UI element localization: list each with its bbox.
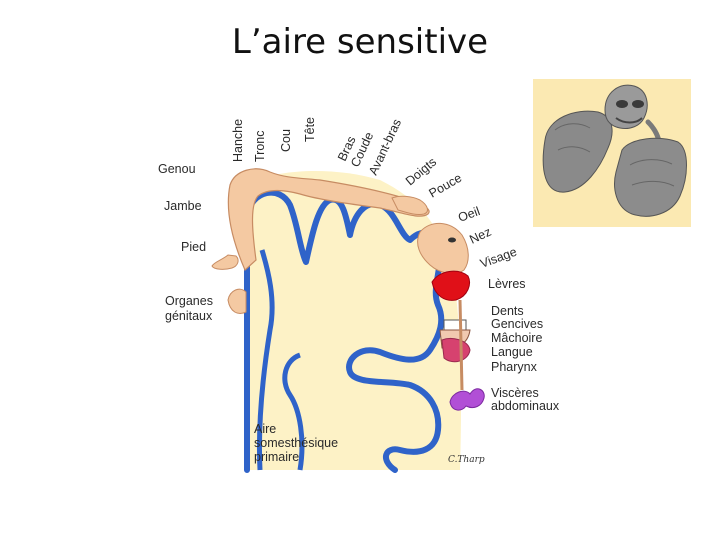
homunculus-sculpture-image (533, 79, 691, 227)
label-abdominaux: abdominaux (491, 399, 560, 413)
label-hanche: Hanche (231, 119, 245, 162)
label-organes: Organes (165, 294, 213, 308)
label-visage: Visage (478, 245, 519, 271)
label-avant-bras: Avant-bras (366, 117, 404, 177)
label-oeil: Oeil (456, 204, 482, 225)
area-label-line3: primaire (254, 450, 299, 464)
label-pharynx: Pharynx (491, 360, 538, 374)
artist-signature: C.Tharp (448, 455, 485, 465)
label-jambe: Jambe (164, 199, 202, 213)
homunculus-genitals (228, 289, 246, 313)
homunculus-tongue (442, 338, 470, 361)
label-machoire: Mâchoire (491, 331, 542, 345)
label-pouce: Pouce (427, 171, 465, 201)
label-genitaux: génitaux (165, 309, 213, 323)
area-label-line2: somesthésique (254, 436, 338, 450)
label-langue: Langue (491, 345, 533, 359)
label-genou: Genou (158, 162, 196, 176)
label-dents: Dents (491, 304, 524, 318)
homunculus-foot (212, 255, 238, 269)
label-pied: Pied (181, 240, 206, 254)
homunculus-eye (448, 238, 456, 243)
label-tronc: Tronc (253, 131, 267, 163)
label-tete: Tête (303, 117, 317, 142)
homunculus-teeth (444, 320, 466, 330)
pharynx-tract (460, 300, 462, 390)
label-levres: Lèvres (488, 277, 526, 291)
label-nez: Nez (467, 225, 493, 247)
label-gencives: Gencives (491, 317, 543, 331)
label-visceres: Viscères (491, 386, 539, 400)
area-label-line1: Aire (254, 422, 276, 436)
label-cou: Cou (279, 129, 293, 152)
